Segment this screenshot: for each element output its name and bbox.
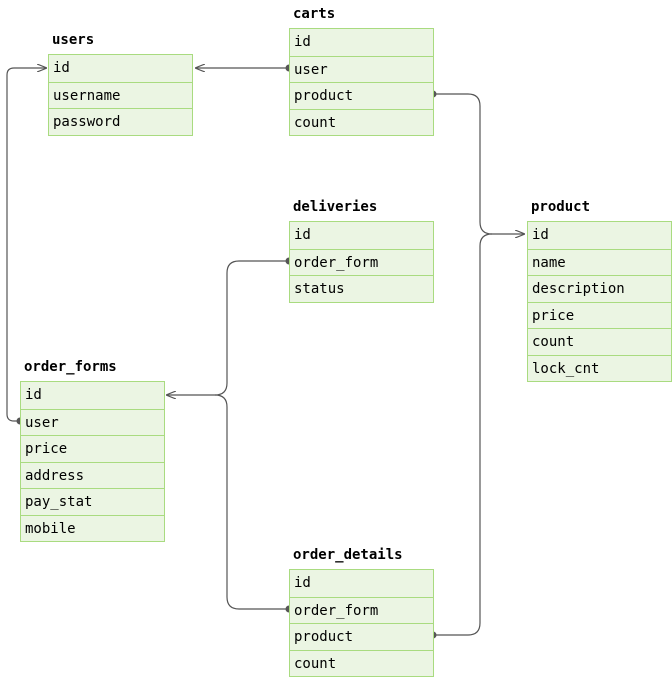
table-users[interactable]: users id username password (48, 32, 193, 136)
field-row[interactable]: order_form (290, 596, 433, 624)
field-row[interactable]: id (294, 575, 311, 591)
field-row[interactable]: product (290, 82, 433, 109)
field-row[interactable]: status (290, 275, 433, 302)
field-row[interactable]: price (21, 435, 164, 462)
field-row[interactable]: address (21, 461, 164, 489)
table-fields: id user price address pay_stat mobile (20, 381, 165, 542)
field-row[interactable]: name (528, 248, 671, 276)
field-row[interactable]: password (49, 108, 192, 135)
relation-order-details-order-form-to-order-forms-id (214, 394, 289, 610)
table-title: users (52, 32, 95, 48)
field-row[interactable]: id (294, 227, 311, 243)
relation-order-details-product-to-product-id (433, 233, 493, 636)
table-title: order_details (293, 547, 403, 563)
field-row[interactable]: mobile (21, 514, 164, 542)
field-row[interactable]: id (25, 387, 42, 403)
field-row[interactable]: id (532, 227, 549, 243)
field-row[interactable]: username (49, 81, 192, 109)
relation-carts-product-to-product-id (433, 93, 524, 234)
field-row[interactable]: count (290, 649, 433, 677)
field-row[interactable]: count (290, 108, 433, 136)
field-row[interactable]: lock_cnt (528, 354, 671, 382)
table-title: carts (293, 6, 336, 22)
table-product[interactable]: product id name description price count … (527, 199, 672, 382)
field-row[interactable]: user (21, 408, 164, 436)
table-deliveries[interactable]: deliveries id order_form status (289, 199, 434, 303)
field-row[interactable]: id (53, 60, 70, 76)
table-title: order_forms (24, 359, 117, 375)
table-order-forms[interactable]: order_forms id user price address pay_st… (20, 359, 165, 542)
field-row[interactable]: order_form (290, 248, 433, 276)
field-row[interactable]: product (290, 623, 433, 650)
table-fields: id username password (48, 54, 193, 136)
table-fields: id order_form product count (289, 569, 434, 677)
table-fields: id order_form status (289, 221, 434, 303)
field-row[interactable]: id (294, 34, 311, 50)
table-title: deliveries (293, 199, 378, 215)
field-row[interactable]: price (528, 301, 671, 329)
field-row[interactable]: description (528, 275, 671, 302)
field-row[interactable]: pay_stat (21, 488, 164, 515)
relation-deliveries-order-form-to-order-forms-id (167, 260, 289, 395)
table-title: product (531, 199, 591, 215)
table-order-details[interactable]: order_details id order_form product coun… (289, 547, 434, 677)
field-row[interactable]: count (528, 328, 671, 355)
field-row[interactable]: user (290, 55, 433, 83)
table-carts[interactable]: carts id user product count (289, 6, 434, 136)
table-fields: id name description price count lock_cnt (527, 221, 672, 382)
table-fields: id user product count (289, 28, 434, 136)
